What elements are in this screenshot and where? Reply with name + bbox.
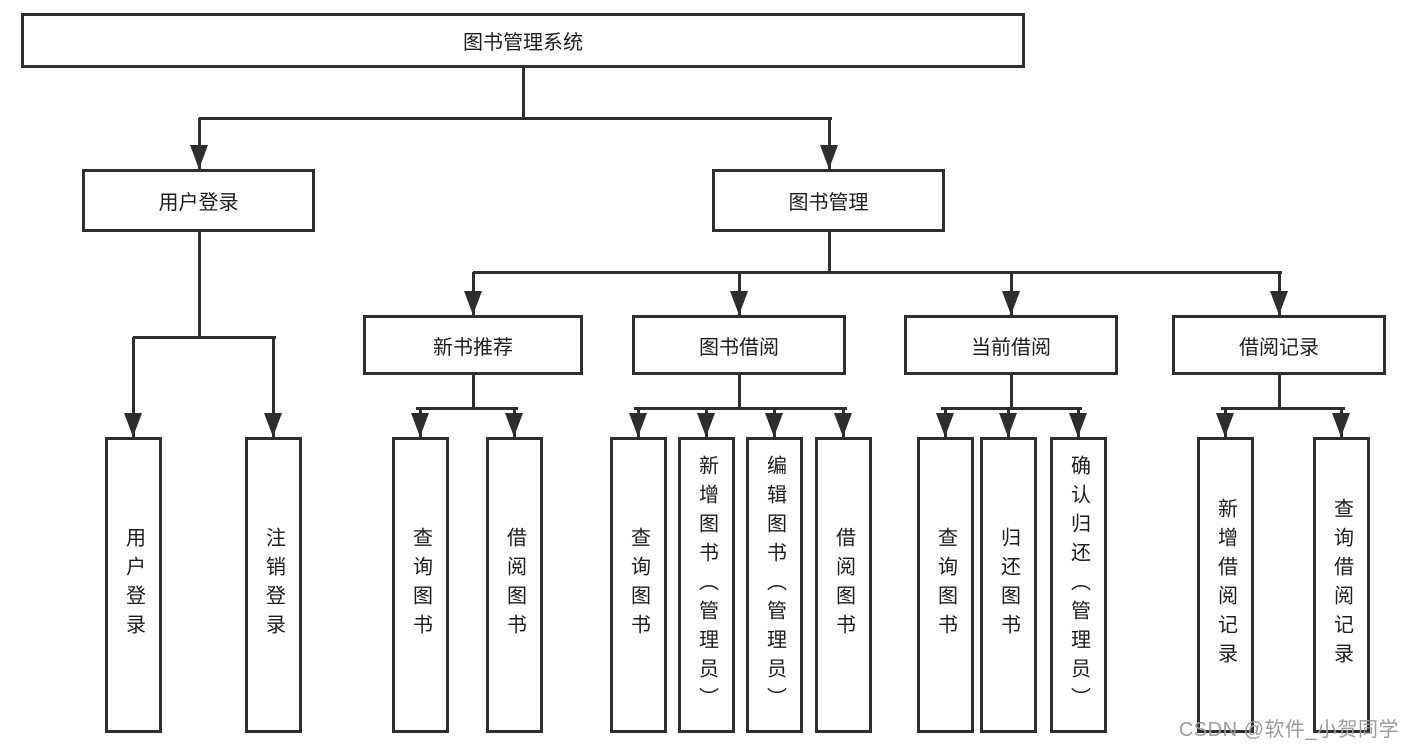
connector-hline: [473, 270, 1282, 274]
arrow-down-icon: [1332, 413, 1350, 437]
node-label: 图书借阅: [699, 336, 779, 359]
leaf-return-books: 归还图书: [980, 437, 1037, 733]
node-label: 图书管理系统: [463, 32, 583, 54]
leaf-add-borrow-record: 新增借阅记录: [1197, 437, 1254, 733]
node-label: 新书推荐: [433, 336, 513, 359]
connector-shaft: [271, 337, 275, 437]
connector-vline: [737, 375, 741, 410]
node-label: 编辑图书（管理员）: [763, 454, 786, 716]
node-label: 借阅图书: [503, 527, 526, 643]
node-label: 新增借阅记录: [1214, 498, 1237, 672]
node-label: 用户登录: [158, 192, 239, 214]
arrow-down-icon: [629, 413, 647, 437]
node-label: 查询借阅记录: [1330, 498, 1353, 672]
arrow-down-icon: [730, 291, 748, 315]
node-label: 注销登录: [262, 527, 285, 643]
arrow-down-icon: [464, 291, 482, 315]
node-root-library-system: 图书管理系统: [21, 13, 1025, 68]
node-book-management: 图书管理: [712, 169, 945, 232]
arrow-down-icon: [124, 413, 142, 437]
node-label: 查询图书: [934, 527, 957, 643]
leaf-query-borrow-record: 查询借阅记录: [1313, 437, 1370, 733]
connector-vline: [827, 232, 831, 274]
arrow-down-icon: [936, 413, 954, 437]
connector-vline: [521, 68, 525, 120]
leaf-borrow-books-borrow: 借阅图书: [815, 437, 872, 733]
arrow-down-icon: [999, 413, 1017, 437]
arrow-down-icon: [697, 413, 715, 437]
leaf-confirm-return-admin: 确认归还（管理员）: [1050, 437, 1107, 733]
node-label: 当前借阅: [971, 336, 1051, 359]
arrow-down-icon: [411, 413, 429, 437]
connector-shaft: [197, 118, 201, 169]
arrow-down-icon: [820, 145, 838, 169]
connector-hline: [199, 116, 832, 120]
leaf-edit-book-admin: 编辑图书（管理员）: [746, 437, 803, 733]
leaf-query-books-recommend: 查询图书: [392, 437, 449, 733]
node-current-borrow: 当前借阅: [904, 315, 1118, 375]
node-label: 用户登录: [122, 527, 145, 643]
node-label: 图书管理: [788, 192, 869, 214]
arrow-down-icon: [1216, 413, 1234, 437]
leaf-query-books-borrow: 查询图书: [610, 437, 667, 733]
connector-vline: [471, 375, 475, 410]
connector-vline: [1277, 375, 1281, 410]
arrow-down-icon: [1002, 291, 1020, 315]
leaf-query-books-current: 查询图书: [917, 437, 974, 733]
leaf-add-book-admin: 新增图书（管理员）: [678, 437, 735, 733]
arrow-down-icon: [1270, 291, 1288, 315]
connector-shaft: [131, 337, 135, 437]
node-label: 查询图书: [627, 527, 650, 643]
csdn-watermark: CSDN @软件_小贺同学: [1178, 719, 1399, 741]
node-new-book-recommend: 新书推荐: [363, 315, 583, 375]
leaf-borrow-books-recommend: 借阅图书: [486, 437, 543, 733]
connector-vline: [197, 232, 201, 339]
connector-hline: [133, 335, 276, 339]
arrow-down-icon: [834, 413, 852, 437]
connector-shaft: [827, 118, 831, 169]
arrow-down-icon: [505, 413, 523, 437]
connector-vline: [1009, 375, 1013, 410]
connector-hline: [1221, 406, 1345, 410]
node-label: 确认归还（管理员）: [1067, 454, 1090, 716]
node-label: 查询图书: [409, 527, 432, 643]
arrow-down-icon: [1069, 413, 1087, 437]
node-label: 新增图书（管理员）: [695, 454, 718, 716]
connector-hline: [941, 406, 1082, 410]
arrow-down-icon: [264, 413, 282, 437]
node-label: 借阅图书: [832, 527, 855, 643]
node-book-borrow: 图书借阅: [632, 315, 846, 375]
arrow-down-icon: [765, 413, 783, 437]
connector-hline: [416, 406, 518, 410]
connector-hline: [634, 406, 847, 410]
node-user-login: 用户登录: [82, 169, 315, 232]
arrow-down-icon: [190, 145, 208, 169]
node-borrow-records: 借阅记录: [1172, 315, 1386, 375]
node-label: 归还图书: [997, 527, 1020, 643]
node-label: 借阅记录: [1239, 336, 1319, 359]
leaf-user-login: 用户登录: [105, 437, 162, 733]
leaf-logout: 注销登录: [245, 437, 302, 733]
